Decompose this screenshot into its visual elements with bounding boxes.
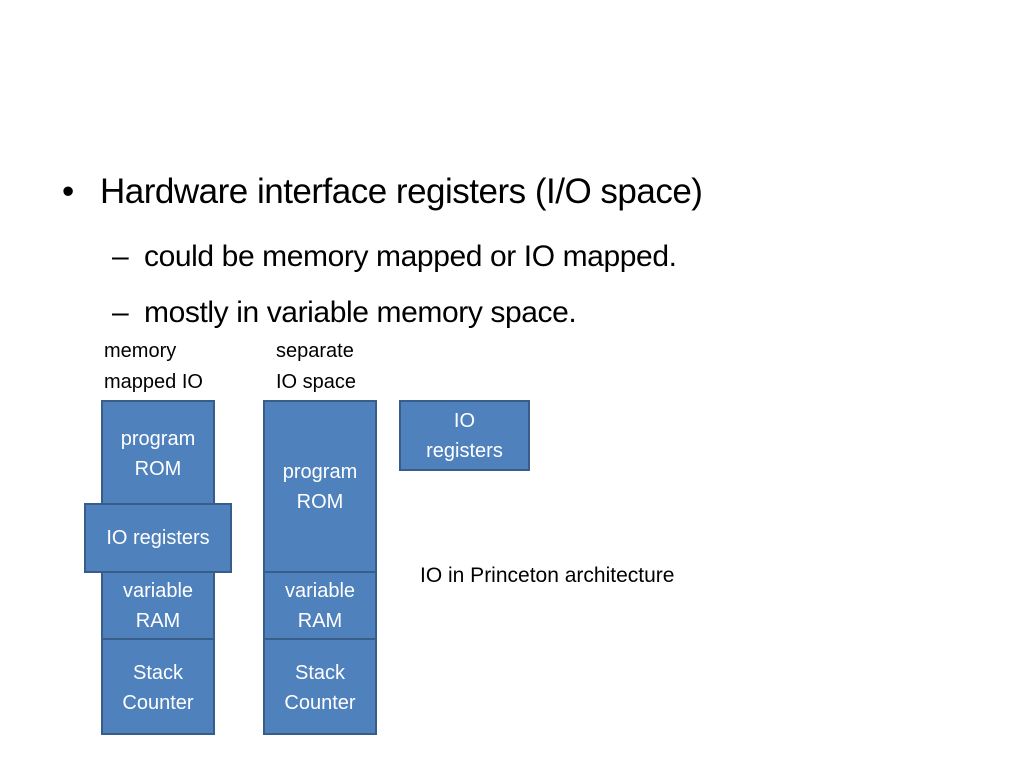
block-text: Counter [284, 692, 356, 714]
mm-io-registers-block: IO registers [84, 503, 232, 573]
block-text: Stack [132, 662, 184, 684]
block-text: IO registers [106, 527, 210, 549]
separate-io-label: separate IO space [276, 336, 356, 398]
label-line: mapped IO [104, 371, 203, 393]
sub-bullet-marker: – [112, 296, 129, 329]
block-text: Stack [294, 662, 346, 684]
block-text: ROM [134, 458, 182, 480]
block-text: program [282, 460, 358, 483]
sub-bullet-marker: – [112, 240, 129, 273]
sub-bullet-text: could be memory mapped or IO mapped. [144, 240, 677, 273]
bullet-text: Hardware interface registers (I/O space) [100, 172, 703, 211]
mm-variable-ram-block: variable RAM [101, 571, 215, 640]
sep-stack-counter-block: Stack Counter [263, 638, 377, 735]
block-text: variable [122, 579, 194, 602]
block-text: registers [426, 439, 503, 462]
block-text: RAM [297, 609, 343, 632]
block-text: variable [284, 579, 356, 602]
block-text: IO [453, 409, 476, 432]
sep-variable-ram-block: variable RAM [263, 571, 377, 640]
sub-bullet-text: mostly in variable memory space. [144, 296, 577, 329]
bullet-marker: • [62, 172, 74, 211]
block-text: Counter [122, 692, 194, 714]
block-text: RAM [135, 609, 181, 632]
sep-program-rom-block: program ROM [263, 400, 377, 573]
sep-io-registers-block: IO registers [399, 400, 530, 471]
label-line: IO space [276, 371, 357, 393]
label-line: memory [104, 340, 177, 362]
block-text: ROM [296, 490, 344, 513]
mm-program-rom-block: program ROM [101, 400, 215, 506]
memory-mapped-label: memory mapped IO [104, 336, 203, 398]
diagram-caption: IO in Princeton architecture [420, 564, 675, 587]
label-line: separate [276, 340, 354, 362]
mm-stack-counter-block: Stack Counter [101, 638, 215, 735]
block-text: program [120, 428, 196, 450]
